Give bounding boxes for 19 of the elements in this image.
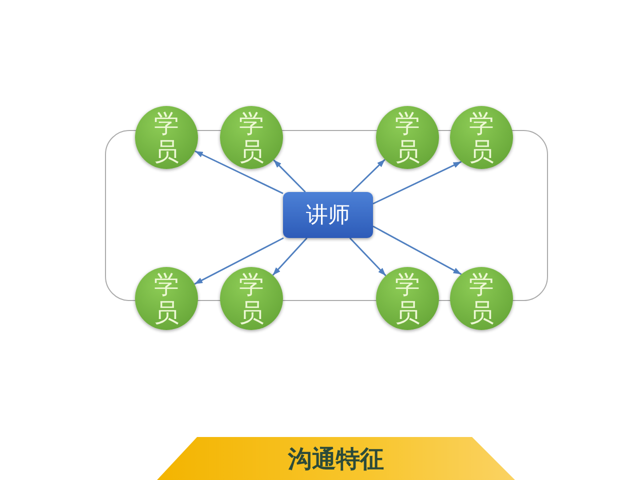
node-label: 讲师 [306, 202, 350, 230]
arrow [194, 237, 284, 285]
arrow [372, 161, 462, 204]
node-label: 学员 [239, 110, 264, 165]
arrow [349, 237, 386, 276]
node-label: 学员 [154, 110, 179, 165]
node-label: 学员 [239, 271, 264, 326]
arrow [194, 150, 284, 194]
arrow [351, 158, 386, 193]
node-label: 学员 [469, 110, 494, 165]
arrow [273, 159, 306, 193]
node-label: 沟通特征 [288, 444, 384, 474]
node-label: 学员 [395, 110, 420, 165]
arrow [272, 238, 308, 276]
node-label: 学员 [154, 271, 179, 326]
node-label: 学员 [395, 271, 420, 326]
arrow [372, 226, 462, 275]
teacher-box [283, 192, 373, 238]
node-label: 学员 [469, 271, 494, 326]
